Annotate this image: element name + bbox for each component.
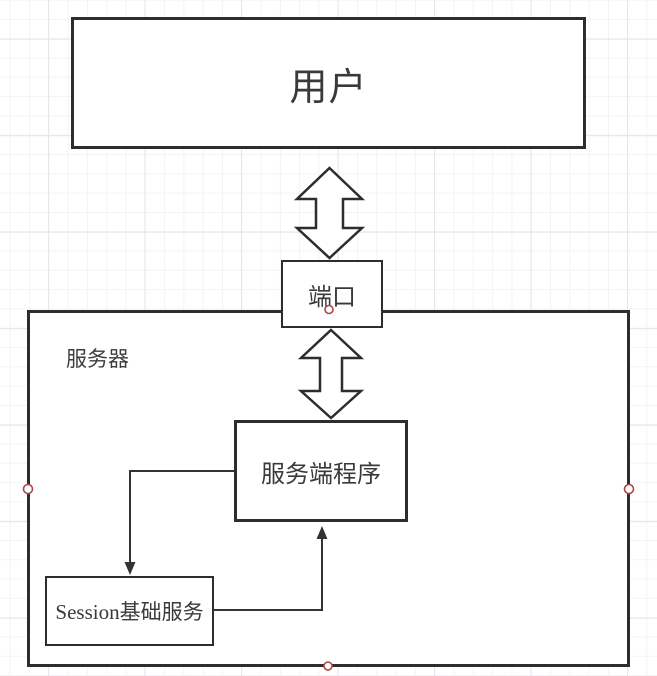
- node-session-service-label: Session基础服务: [55, 600, 204, 624]
- node-user-label: 用户: [289, 66, 368, 109]
- node-port[interactable]: 端口: [281, 260, 383, 328]
- node-session-service[interactable]: Session基础服务: [45, 576, 214, 646]
- node-server-program[interactable]: 服务端程序: [234, 420, 408, 522]
- double-arrow-user-port-icon[interactable]: [293, 166, 366, 260]
- node-user[interactable]: 用户: [71, 17, 586, 149]
- node-port-label: 端口: [308, 283, 356, 311]
- node-server-program-label: 服务端程序: [261, 460, 381, 488]
- node-server-label: 服务器: [66, 348, 129, 371]
